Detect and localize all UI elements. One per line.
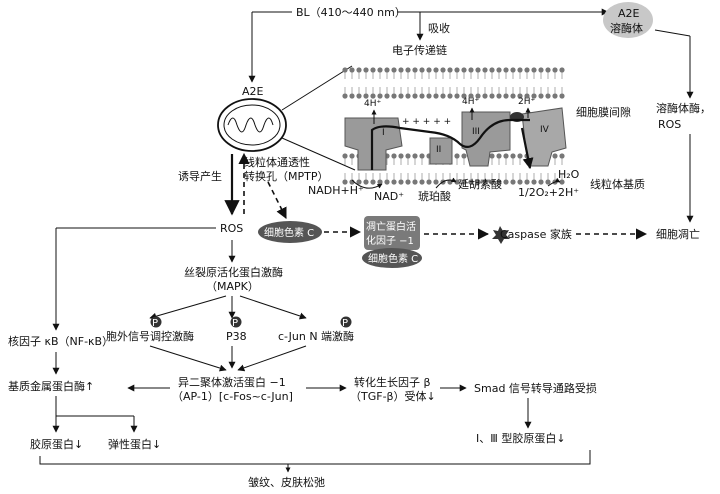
complex-i: [344, 117, 403, 171]
a2e-mito-label: A2E: [242, 85, 264, 98]
nad-label: NAD⁺: [374, 190, 404, 203]
mito-zoom-line-top: [281, 65, 353, 111]
smad-label: Smad 信号转导通路受损: [474, 381, 597, 395]
h2-label: 2H⁺: [518, 97, 535, 107]
mmp-label: 基质金属蛋白酶↑: [8, 379, 94, 393]
jnk-phospho-badge: [340, 316, 352, 328]
ap1-label-2: （AP-1）[c-Fos~c-Jun]: [172, 390, 293, 403]
a2e-top-label: A2E: [618, 7, 640, 20]
tgf-label-2: （TGF-β）受体↓: [350, 389, 436, 403]
h4-mid-label: 4H⁺: [462, 97, 479, 107]
jnk-label: c-Jun N 端激酶: [278, 329, 354, 343]
etc-label: 电子传递链: [392, 43, 447, 57]
cytochrome-c-node: [258, 221, 322, 243]
o2-arrow: [547, 177, 561, 187]
jnk-to-ap1-arrow: [237, 345, 307, 372]
nadh-arrow: [351, 179, 383, 189]
matrix-label: 线粒体基质: [590, 177, 645, 191]
succinate-label: 琥珀酸: [418, 189, 451, 203]
erk-phospho-badge: [150, 316, 162, 328]
collagen-label: 胶原蛋白↓: [30, 437, 83, 451]
caspase-label: Caspase 家族: [500, 227, 572, 241]
apaf-label-2: 化因子 −1: [366, 234, 414, 247]
complex-iv-label: IV: [540, 125, 550, 135]
p38-phospho-badge: [230, 316, 242, 328]
h2o-label: H₂O: [558, 168, 580, 181]
complex-ii: [429, 137, 453, 165]
complex-ii-label: II: [436, 145, 441, 155]
induce-label: 诱导产生: [178, 169, 222, 183]
tgf-label-1: 转化生长因子 β: [354, 375, 431, 389]
jnk-phospho-label: P: [342, 318, 348, 329]
elastin-label: 弹性蛋白↓: [108, 437, 161, 451]
complex-iii: [461, 111, 511, 167]
absorb-label: 吸收: [428, 21, 450, 35]
wrinkle-label: 皱纹、皮肤松弛: [248, 475, 325, 489]
apaf-label-1: 凋亡蛋白活: [366, 220, 416, 233]
outcome-bracket: [39, 450, 591, 465]
fumarate-label: 延胡索酸: [458, 177, 502, 191]
mptp-label-1: 线粒体通透性: [244, 155, 310, 169]
lyso-enzyme-label: 溶酶体酶，: [656, 101, 711, 115]
cytochrome-c-node-2: [362, 248, 422, 268]
apaf-box: [364, 216, 420, 250]
intermembrane-label: 细胞膜间隙: [576, 105, 631, 119]
ros-label: ROS: [220, 222, 243, 235]
collagen-types-label: Ⅰ、Ⅲ 型胶原蛋白↓: [476, 431, 566, 445]
apoptosis-label: 细胞凋亡: [656, 227, 700, 241]
erk-label: 胞外信号调控激酶: [106, 329, 194, 343]
mapk-label-1: 丝裂原活化蛋白激酶: [184, 265, 283, 279]
plus-signs: + + + + +: [402, 117, 451, 127]
ap1-label-1: 异二聚体激活蛋白 −1: [178, 375, 286, 389]
caspase-star-icon: [492, 226, 510, 244]
complex-iii-label: III: [472, 127, 480, 137]
cytochrome-c-label-2: 细胞色素 C: [368, 252, 418, 265]
o2-label: 1/2O₂+2H⁺: [518, 186, 579, 199]
mptp-to-cytc-arrow: [267, 181, 287, 220]
succinate-arrow: [435, 177, 457, 189]
bl-label: BL（410～440 nm）: [296, 6, 406, 19]
p38-phospho-label: P: [232, 318, 238, 329]
erk-to-ap1-arrow: [149, 345, 227, 372]
lysosome-label: 溶酶体: [610, 21, 643, 35]
electron-path: [370, 118, 530, 170]
complex-i-label: I: [382, 128, 385, 138]
cytochrome-c-label: 细胞色素 C: [264, 226, 314, 239]
mapk-to-jnk-arrow: [239, 295, 307, 320]
nadh-label: NADH+H⁺: [308, 184, 364, 197]
oxygen-arrow: [520, 127, 534, 170]
erk-phospho-label: P: [152, 318, 158, 329]
p38-label: P38: [226, 330, 247, 343]
ros-right-label: ROS: [658, 118, 681, 131]
a2e-lysosome-circle: [603, 2, 653, 38]
mapk-label-2: （MAPK）: [206, 280, 259, 293]
lysosome-line: [654, 29, 691, 37]
mitochondrion: [217, 98, 287, 152]
mptp-label-2: 转换孔（MPTP）: [244, 169, 328, 183]
h4-left-label: 4H⁺: [364, 99, 381, 109]
mapk-to-erk-arrow: [149, 295, 227, 320]
nfkb-label: 核因子 κB（NF-κB）: [8, 334, 113, 348]
mito-zoom-line-bottom: [281, 137, 356, 171]
